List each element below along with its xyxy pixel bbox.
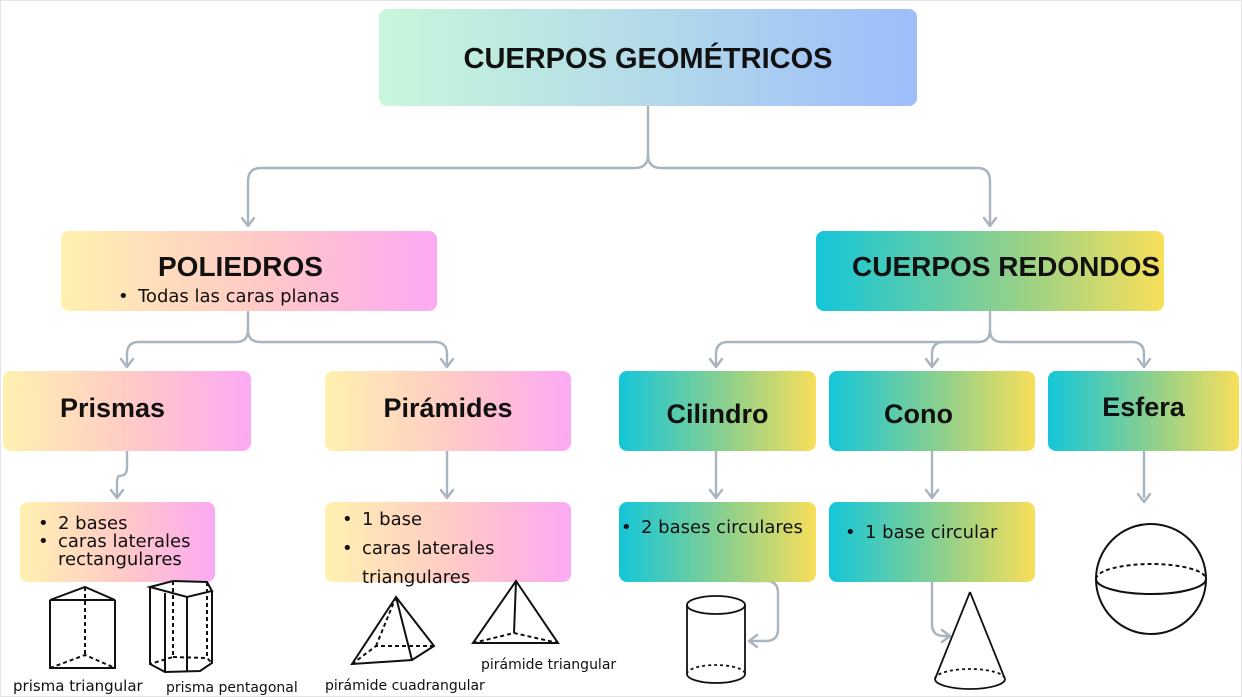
redondos-title: CUERPOS REDONDOS (852, 251, 1161, 282)
sphere-figure (1095, 523, 1207, 635)
cilindro-node: Cilindro (619, 371, 816, 451)
list-item: 1 base (340, 505, 495, 534)
esfera-title: Esfera (1102, 392, 1185, 422)
list-item: rectangulares (58, 549, 182, 570)
cilindro-title: Cilindro (666, 399, 769, 429)
prismas-points: 2 bases caras laterales rectangulares (36, 515, 191, 569)
cilindro-detail: 2 bases circulares (619, 502, 816, 582)
square-pyramid-figure (350, 595, 436, 666)
prismas-title: Prismas (60, 393, 166, 423)
piramides-detail: 1 base caras laterales triangulares (325, 502, 571, 588)
cono-detail: 1 base circular (829, 502, 1035, 582)
cono-title: Cono (884, 399, 953, 429)
piramides-node: Pirámides (325, 371, 571, 451)
root-title: CUERPOS GEOMÉTRICOS (463, 43, 833, 75)
list-item: Todas las caras planas (116, 286, 339, 307)
caption-pentagonal-prism: prisma pentagonal (166, 680, 298, 696)
triangular-prism-figure (49, 585, 116, 669)
poliedros-points: Todas las caras planas (116, 286, 339, 307)
pentagonal-prism-figure (146, 579, 214, 674)
list-item: triangulares (362, 567, 471, 588)
poliedros-title: POLIEDROS (158, 251, 323, 282)
redondos-node: CUERPOS REDONDOS (816, 231, 1164, 311)
list-item: caras laterales (36, 533, 191, 552)
caption-square-pyramid: pirámide cuadrangular (325, 678, 485, 694)
list-item: 2 bases circulares (619, 517, 803, 538)
list-item: caras laterales (340, 534, 495, 563)
root-node: CUERPOS GEOMÉTRICOS (379, 9, 917, 106)
caption-triangular-pyramid: pirámide triangular (481, 657, 617, 673)
piramides-title: Pirámides (383, 393, 513, 423)
caption-triangular-prism: prisma triangular (13, 677, 143, 695)
cylinder-figure (686, 595, 746, 684)
list-item: 2 bases (36, 515, 191, 534)
esfera-node: Esfera (1048, 371, 1239, 451)
poliedros-node: POLIEDROS Todas las caras planas (61, 231, 437, 311)
cilindro-points: 2 bases circulares (619, 517, 803, 538)
cono-points: 1 base circular (843, 522, 997, 543)
cone-figure (934, 591, 1006, 690)
list-item: 1 base circular (843, 522, 997, 543)
prismas-node: Prismas (3, 371, 251, 451)
prismas-detail: 2 bases caras laterales rectangulares (20, 502, 215, 582)
triangular-pyramid-figure (471, 579, 560, 644)
piramides-points: 1 base caras laterales triangulares (340, 505, 495, 592)
cono-node: Cono (829, 371, 1035, 451)
